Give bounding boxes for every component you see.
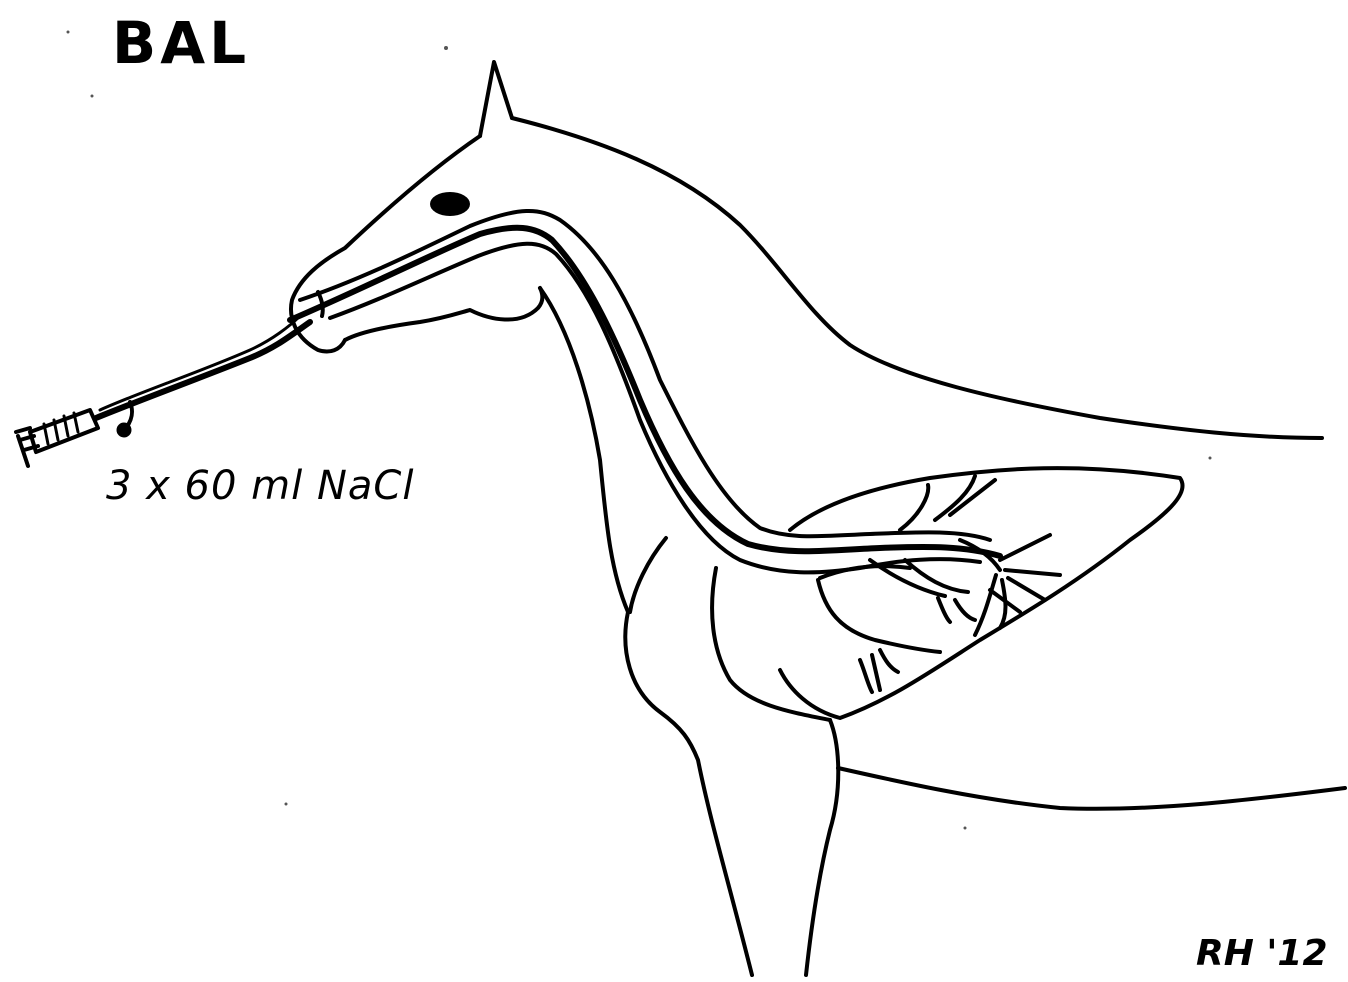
speck [444,46,448,50]
bronchus-right-1 [1000,535,1050,560]
lung-outline [780,468,1183,718]
syringe-plunger [16,428,38,466]
horse-chest [625,612,752,975]
bronchial-tree [818,476,1060,692]
horse-shoulder [630,538,666,612]
bronchus-bottom-3 [880,650,898,672]
bronchus-down-2 [1000,580,1006,628]
bronchus-mid-4 [955,600,975,620]
speck [964,827,967,830]
horse-jaw [345,288,542,340]
horse-upper-arm [712,568,830,720]
paper-specks [67,31,1212,830]
bronchus-right-3 [1008,578,1045,600]
bronchus-right-2 [1005,570,1060,575]
speck [285,803,288,806]
dose-label: 3 x 60 ml NaCl [106,466,414,506]
horse-belly [838,768,1345,809]
airway [290,211,1000,572]
horse-ear [480,62,512,136]
syringe-assembly [16,316,310,466]
bronchus-down-1 [975,575,996,635]
syringe [16,410,98,466]
speck [91,95,94,98]
speck [1209,457,1212,460]
horse-eye [430,192,470,216]
speck [67,31,70,34]
artist-signature: RH '12 [1196,936,1328,972]
bronchus-bottom-2 [872,655,880,690]
bronchus-upper-1 [900,485,928,530]
bronchus-mid-3 [938,598,950,622]
diagram-title: BAL [112,14,250,72]
bronchus-bottom-1 [860,660,872,692]
stopcock-knob [117,423,131,437]
lavage-tube-side [100,316,300,410]
airway-outer-lower [330,244,980,573]
horse-foreleg-back [806,720,838,975]
